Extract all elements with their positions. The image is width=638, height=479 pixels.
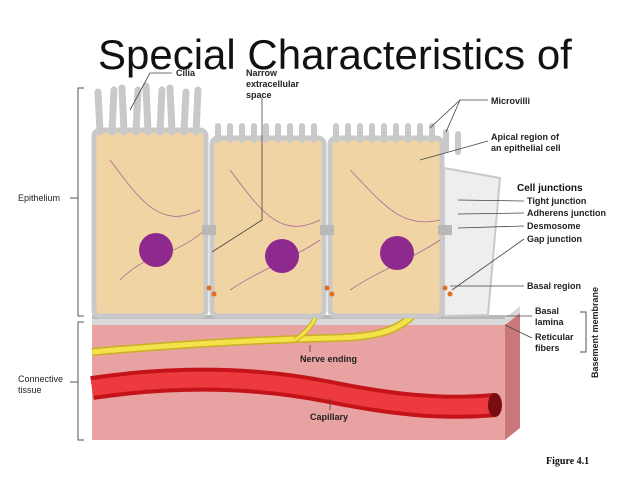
cilia xyxy=(94,82,202,136)
label-narrow-space-2: extracellular xyxy=(246,79,300,89)
slide-title: Special Characteristics of xyxy=(98,31,572,78)
label-nerve-ending: Nerve ending xyxy=(300,354,357,364)
epithelial-cell-2 xyxy=(209,135,327,319)
epithelium-bracket xyxy=(70,87,84,317)
microvilli xyxy=(215,123,461,155)
epithelial-cell-3 xyxy=(327,135,445,319)
connective-tissue-bracket xyxy=(70,321,84,441)
figure-label: Figure 4.1 xyxy=(546,456,590,467)
label-basal-lamina-2: lamina xyxy=(535,317,565,327)
label-reticular-fibers-2: fibers xyxy=(535,343,560,353)
nucleus-1 xyxy=(139,233,173,267)
label-adherens-junction: Adherens junction xyxy=(527,208,606,218)
label-apical-region-1: Apical region of xyxy=(491,132,560,142)
label-epithelium: Epithelium xyxy=(18,193,60,203)
leader-lines xyxy=(129,72,533,410)
junction-markers xyxy=(202,225,453,297)
label-reticular-fibers-1: Reticular xyxy=(535,332,574,342)
label-apical-region-2: an epithelial cell xyxy=(491,143,561,153)
label-connective-tissue-1: Connective xyxy=(18,374,63,384)
label-basal-lamina-1: Basal xyxy=(535,306,559,316)
connective-tissue-side xyxy=(505,313,520,440)
label-basal-region: Basal region xyxy=(527,281,581,291)
label-cell-junctions: Cell junctions xyxy=(517,183,583,194)
label-connective-tissue-2: tissue xyxy=(18,385,42,395)
label-tight-junction: Tight junction xyxy=(527,196,586,206)
nucleus-2 xyxy=(265,239,299,273)
label-narrow-space-1: Narrow xyxy=(246,68,278,78)
label-basement-membrane: Basement membrane xyxy=(590,287,600,378)
basement-membrane-bracket xyxy=(580,311,587,353)
label-cilia: Cilia xyxy=(176,68,196,78)
cutaway-cell xyxy=(443,166,502,318)
capillary-vessel xyxy=(90,367,502,419)
label-microvilli: Microvilli xyxy=(491,96,530,106)
label-desmosome: Desmosome xyxy=(527,221,581,231)
label-narrow-space-3: space xyxy=(246,90,272,100)
epithelial-cell-1 xyxy=(91,127,209,319)
label-gap-junction: Gap junction xyxy=(527,234,582,244)
label-capillary: Capillary xyxy=(310,412,348,422)
nucleus-3 xyxy=(380,236,414,270)
